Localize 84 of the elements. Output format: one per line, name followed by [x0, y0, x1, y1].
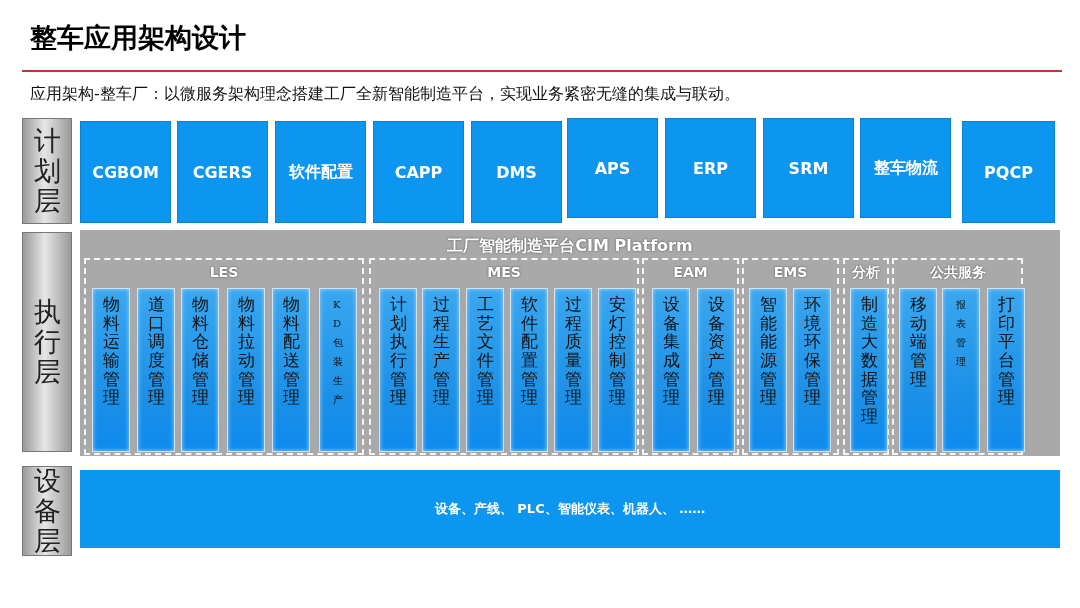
system-name: CGBOM — [92, 162, 159, 182]
module-name: 报表管理 — [956, 298, 966, 369]
module-name: 物料仓储管理 — [191, 295, 209, 408]
module-column — [899, 288, 937, 452]
module-column — [793, 288, 831, 452]
group-title: MES — [486, 264, 522, 280]
system-name: 整车物流 — [873, 157, 938, 179]
group-title: 分析 — [851, 264, 881, 282]
module-group — [742, 258, 839, 455]
page-title: 整车应用架构设计 — [30, 21, 246, 55]
system-box — [665, 118, 756, 218]
module-name: 设备集成管理 — [662, 295, 680, 408]
system-box — [567, 118, 658, 218]
group-title: 公共服务 — [928, 264, 987, 282]
module-column — [850, 288, 888, 452]
module-name: 道口调度管理 — [147, 295, 165, 408]
module-column — [379, 288, 417, 452]
module-column — [181, 288, 219, 452]
module-column — [749, 288, 787, 452]
module-column — [942, 288, 980, 452]
module-name: 打印平台管理 — [997, 295, 1015, 408]
group-title: EMS — [772, 264, 809, 280]
module-column — [652, 288, 690, 452]
module-name: 物料拉动管理 — [237, 295, 255, 408]
group-title: EAM — [672, 264, 709, 280]
system-name: PQCP — [984, 162, 1033, 182]
module-name: 计划执行管理 — [389, 295, 407, 408]
module-name: 移动端管理 — [909, 295, 927, 389]
system-box — [177, 121, 268, 223]
layer-name: 设备层 — [33, 466, 61, 556]
module-column — [510, 288, 548, 452]
system-name: CGERS — [192, 162, 253, 182]
device-list-text: 设备、产线、 PLC、智能仪表、机器人、 …… — [434, 500, 706, 518]
module-column — [227, 288, 265, 452]
module-column — [272, 288, 310, 452]
module-name: 环境环保管理 — [803, 295, 821, 408]
system-box — [962, 121, 1055, 223]
platform-panel — [80, 230, 1060, 456]
module-name: KD包装生产 — [333, 298, 343, 407]
module-name: 制造大数据管理 — [860, 295, 878, 426]
module-column — [422, 288, 460, 452]
module-column — [697, 288, 735, 452]
layer-label — [22, 118, 72, 224]
system-name: APS — [594, 158, 631, 178]
system-name: SRM — [788, 158, 829, 178]
system-name: CAPP — [394, 162, 443, 182]
module-group — [84, 258, 364, 455]
module-name: 物料运输管理 — [102, 295, 120, 408]
module-column — [554, 288, 592, 452]
subtitle-text: 应用架构-整车厂：以微服务架构理念搭建工厂全新智能制造平台，实现业务紧密无缝的集成与联动。 — [30, 84, 740, 105]
module-column — [466, 288, 504, 452]
layer-name: 执行层 — [33, 297, 61, 387]
system-name: ERP — [693, 158, 728, 178]
platform-title: 工厂智能制造平台CIM Platform — [446, 236, 694, 257]
layer-name: 计划层 — [33, 126, 61, 216]
module-name: 过程生产管理 — [432, 295, 450, 408]
module-group — [369, 258, 639, 455]
module-name: 软件配置管理 — [520, 295, 538, 408]
module-column — [987, 288, 1025, 452]
module-name: 过程质量管理 — [564, 295, 582, 408]
module-name: 设备资产管理 — [707, 295, 725, 408]
module-group — [892, 258, 1023, 455]
module-name: 工艺文件管理 — [476, 295, 494, 408]
system-box — [763, 118, 854, 218]
layer-label — [22, 466, 72, 556]
group-title: LES — [208, 264, 240, 280]
module-column — [92, 288, 130, 452]
module-group — [642, 258, 739, 455]
module-column — [137, 288, 175, 452]
system-box — [80, 121, 171, 223]
system-name: DMS — [496, 162, 537, 182]
module-group — [843, 258, 889, 455]
system-box — [471, 121, 562, 223]
module-name: 智能能源管理 — [759, 295, 777, 408]
module-column — [598, 288, 636, 452]
system-box — [860, 118, 951, 218]
module-column — [319, 288, 357, 452]
system-box — [275, 121, 366, 223]
layer-label — [22, 232, 72, 452]
device-layer-bar — [80, 470, 1060, 548]
module-name: 物料配送管理 — [282, 295, 300, 408]
system-name: 软件配置 — [288, 161, 353, 183]
system-box — [373, 121, 464, 223]
module-name: 安灯控制管理 — [608, 295, 626, 408]
